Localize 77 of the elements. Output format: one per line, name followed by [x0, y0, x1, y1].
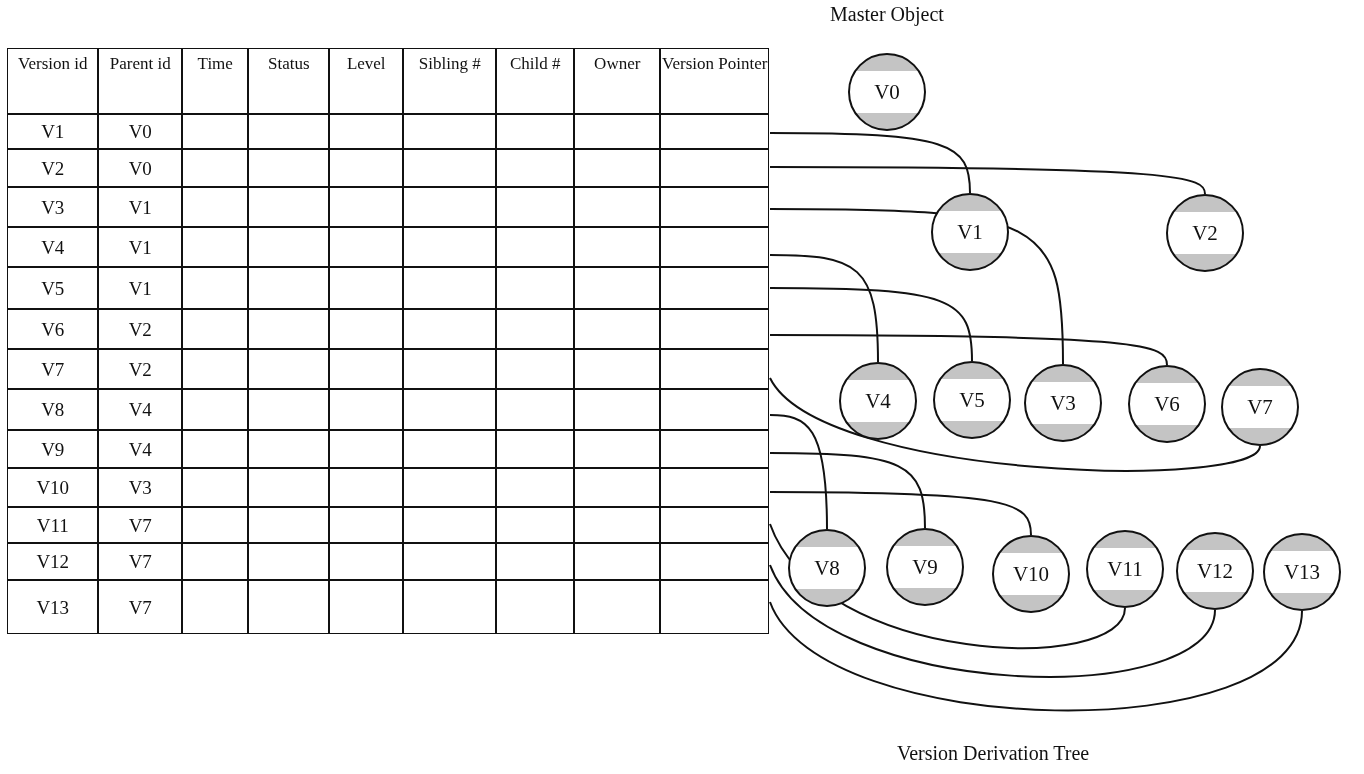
version-circle: V2 — [1166, 194, 1244, 272]
table-cell: V12 — [7, 543, 99, 581]
leader-line — [769, 166, 1206, 195]
table-cell: V0 — [98, 149, 183, 188]
table-cell: V7 — [98, 580, 183, 635]
version-circle: V6 — [1128, 365, 1206, 443]
pointer-cell — [660, 187, 770, 228]
table-cell: V1 — [98, 187, 183, 228]
table-cell: V9 — [7, 430, 99, 469]
table-cell: V1 — [98, 267, 183, 310]
pointer-cell — [660, 309, 770, 350]
leader-line — [769, 208, 1064, 365]
table-cell: V2 — [98, 309, 183, 350]
table-cell: V0 — [98, 114, 183, 150]
table-cell: V6 — [7, 309, 99, 350]
column-header: Owner — [574, 48, 661, 115]
pointer-cell — [660, 543, 770, 581]
version-circle: V9 — [886, 528, 964, 606]
table-cell: V8 — [7, 389, 99, 431]
leader-line — [769, 132, 971, 194]
table-cell: V2 — [7, 149, 99, 188]
leader-line — [769, 523, 1126, 649]
version-circle: V7 — [1221, 368, 1299, 446]
circle-caption: Master Object — [830, 3, 944, 26]
version-circle: V13 — [1263, 533, 1341, 611]
table-cell: V7 — [7, 349, 99, 390]
leader-line — [769, 414, 828, 530]
table-cell: V5 — [7, 267, 99, 310]
pointer-cell — [660, 507, 770, 544]
column-header: Sibling # — [403, 48, 497, 115]
leader-line — [769, 334, 1168, 366]
table-cell: V1 — [98, 227, 183, 268]
leader-line — [769, 491, 1032, 536]
column-header: Level — [329, 48, 404, 115]
pointer-cell — [660, 114, 770, 150]
leader-line — [769, 564, 1216, 678]
table-cell: V7 — [98, 507, 183, 544]
pointer-cell — [660, 349, 770, 390]
table-cell: V7 — [98, 543, 183, 581]
table-cell: V4 — [7, 227, 99, 268]
pointer-cell — [660, 389, 770, 431]
pointer-cell — [660, 149, 770, 188]
table-cell: V3 — [7, 187, 99, 228]
leader-line — [769, 254, 879, 363]
table-cell: V11 — [7, 507, 99, 544]
version-circle: V11 — [1086, 530, 1164, 608]
table-cell: V3 — [98, 468, 183, 508]
column-header: Version id — [7, 48, 99, 115]
column-header: Version Pointer — [660, 48, 770, 115]
diagram-caption: Version Derivation Tree — [897, 742, 1090, 765]
version-circle: V10 — [992, 535, 1070, 613]
version-circle: V1 — [931, 193, 1009, 271]
version-circle: V5 — [933, 361, 1011, 439]
table-cell: V4 — [98, 430, 183, 469]
table-cell: V2 — [98, 349, 183, 390]
leader-line — [769, 377, 1261, 472]
version-circle: V3 — [1024, 364, 1102, 442]
version-circle: V12 — [1176, 532, 1254, 610]
leader-line — [769, 287, 973, 362]
column-header: Child # — [496, 48, 575, 115]
pointer-cell — [660, 468, 770, 508]
version-circle: V0 — [848, 53, 926, 131]
table-cell: V13 — [7, 580, 99, 635]
version-circle: V4 — [839, 362, 917, 440]
pointer-cell — [660, 430, 770, 469]
column-header: Parent id — [98, 48, 183, 115]
column-header: Status — [248, 48, 330, 115]
table-cell: V4 — [98, 389, 183, 431]
table-cell: V1 — [7, 114, 99, 150]
column-header: Time — [182, 48, 249, 115]
pointer-cell — [660, 580, 770, 635]
leader-line — [769, 452, 926, 529]
table-cell: V10 — [7, 468, 99, 508]
pointer-cell — [660, 267, 770, 310]
version-circle: V8 — [788, 529, 866, 607]
leader-line — [769, 601, 1303, 712]
pointer-cell — [660, 227, 770, 268]
